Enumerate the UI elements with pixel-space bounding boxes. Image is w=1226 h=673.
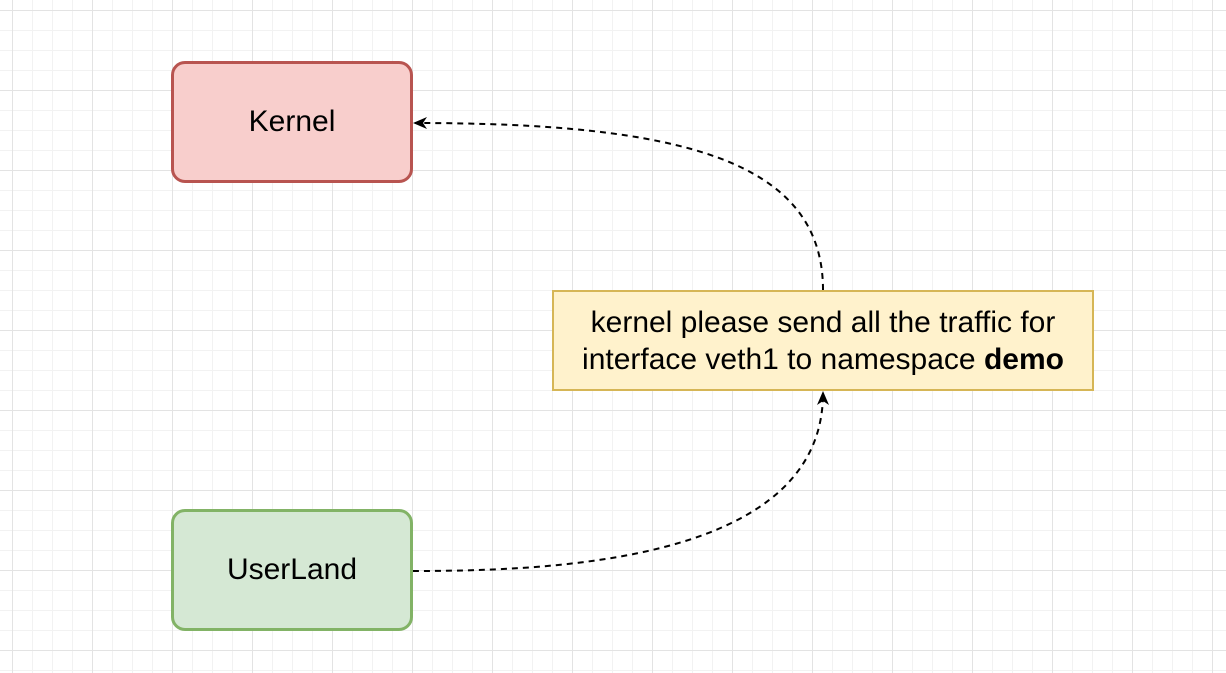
edge-note-to-kernel xyxy=(413,117,824,291)
note-namespace-name: demo xyxy=(983,342,1064,376)
note-line-2-text: interface veth1 to namespace xyxy=(582,342,984,376)
edge-userland-to-note xyxy=(412,391,829,572)
kernel-node[interactable]: Kernel xyxy=(171,61,413,183)
userland-node[interactable]: UserLand xyxy=(171,509,413,631)
kernel-label: Kernel xyxy=(248,105,336,138)
note-line-2: interface veth1 to namespace demo xyxy=(582,341,1064,378)
userland-label: UserLand xyxy=(226,553,358,586)
note-line-1: kernel please send all the traffic for xyxy=(590,305,1056,339)
note-node[interactable]: kernel please send all the traffic for i… xyxy=(552,290,1094,391)
